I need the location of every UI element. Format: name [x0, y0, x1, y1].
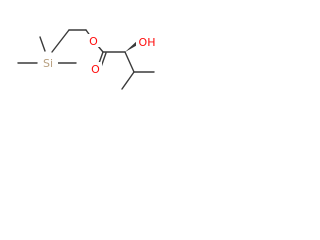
oxygen-carbonyl-label: O	[91, 63, 100, 76]
chemical-structure: O O OH Si	[17, 29, 158, 90]
oxygen-ester-label: O	[89, 35, 98, 48]
hydroxyl-label: OH	[139, 36, 156, 49]
silicon-label: Si	[43, 57, 53, 70]
bond-alpha-ch	[124, 51, 135, 73]
bond-si-ch2	[51, 29, 70, 53]
bond-ch-methyl-1	[121, 71, 135, 90]
bond-si-methyl-top	[39, 36, 46, 52]
